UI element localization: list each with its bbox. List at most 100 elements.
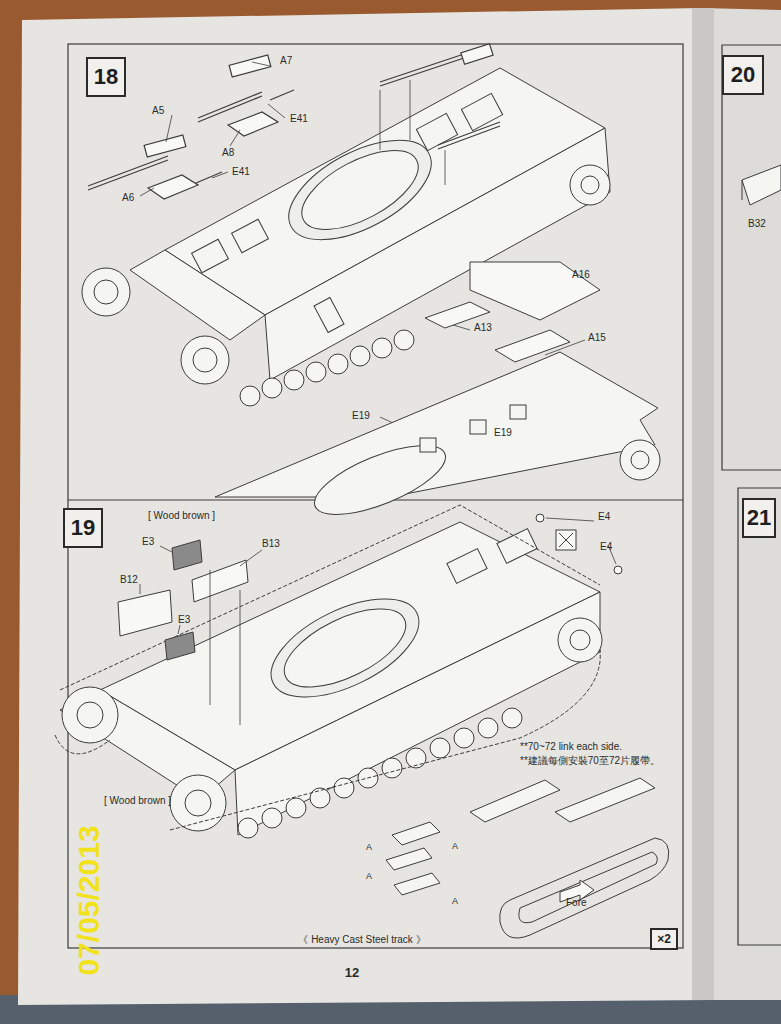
part-number: A5: [152, 105, 164, 116]
tank-hull-step-19: [478, 718, 498, 738]
part-number: A6: [122, 192, 134, 203]
tank-hull-step-19: [170, 775, 226, 831]
stowage-parts-step-19: [556, 530, 576, 550]
direction-label: Fore: [566, 897, 587, 908]
lower-hull-step-18: [495, 330, 570, 362]
date-stamp: 07/05/2013: [72, 825, 105, 975]
part-number: B13: [262, 538, 280, 549]
upper-parts-step-18: [380, 56, 470, 86]
tank-hull-step-19: [310, 788, 330, 808]
tank-hull-step-19: [454, 728, 474, 748]
part-number: A: [452, 842, 458, 852]
part-number: A13: [474, 322, 492, 333]
tank-hull-step-18: [372, 338, 392, 358]
tank-hull-step-19: [558, 618, 602, 662]
track-link-detail: [555, 778, 655, 822]
step-number: 19: [71, 515, 95, 541]
part-number: E19: [352, 410, 370, 421]
leader-lines: [268, 104, 285, 118]
color-note: [ Wood brown ]: [148, 510, 215, 521]
tank-hull-step-18: [232, 219, 269, 253]
tank-hull-step-18: [181, 336, 229, 384]
right-page-fragment: [742, 165, 781, 205]
stowage-parts-step-19: [536, 514, 544, 522]
lower-hull-step-18: [306, 432, 454, 529]
track-band-step-19: [170, 650, 600, 830]
right-page-fragment: [742, 165, 781, 205]
upper-parts-step-18: [144, 135, 186, 157]
leader-lines: [380, 90, 381, 150]
leader-lines: [252, 62, 270, 66]
tank-hull-step-18: [192, 239, 229, 273]
stowage-parts-step-19: [118, 514, 622, 660]
upper-parts-step-18: [228, 112, 278, 136]
track-link-detail: [470, 780, 560, 822]
tank-hull-step-19: [77, 702, 103, 728]
leader-lines-step-19: [160, 546, 172, 552]
part-number: E3: [142, 536, 154, 547]
tank-hull-step-19: [334, 778, 354, 798]
upper-parts-step-18: [380, 52, 470, 82]
step-number-box: 21: [742, 498, 776, 538]
track-band-step-19: [55, 505, 600, 830]
part-number: E41: [290, 113, 308, 124]
track-link-detail: [392, 822, 440, 845]
tank-hull-step-18: [265, 128, 610, 380]
tank-hull-step-18: [262, 378, 282, 398]
part-number: B12: [120, 574, 138, 585]
tank-hull-step-19: [62, 687, 118, 743]
tank-hull-step-19: [256, 579, 433, 717]
tank-hull-step-19: [570, 630, 590, 650]
assembly-note: **建議每側安裝70至72片履帶。: [520, 755, 660, 766]
page-frame: [722, 45, 781, 470]
leader-lines-step-19: [240, 590, 241, 725]
tank-hull-step-19: [238, 818, 258, 838]
tank-hull-step-19: [273, 593, 417, 703]
step-number-box: 19: [63, 508, 103, 548]
section-caption: 《 Heavy Cast Steel track 》: [298, 934, 425, 945]
part-number: A: [452, 897, 458, 907]
upper-parts-step-18: [88, 44, 500, 199]
tank-hull-step-18: [416, 113, 457, 150]
lower-hull-step-18: [420, 438, 436, 452]
tank-hull-step-18: [394, 330, 414, 350]
tank-hull-step-18: [570, 165, 610, 205]
tank-hull-step-18: [581, 176, 599, 194]
track-link-detail: [394, 873, 440, 895]
stowage-parts-step-19: [614, 566, 622, 574]
leader-lines: [410, 80, 411, 140]
tank-hull-step-18: [82, 68, 610, 406]
step-number: 20: [731, 62, 755, 88]
step-number: ×2: [657, 932, 671, 946]
photo-background: [692, 8, 714, 1000]
leader-lines: [212, 172, 228, 178]
stowage-parts-step-19: [172, 540, 202, 570]
tank-hull-step-19: [502, 708, 522, 728]
leader-lines: [445, 150, 446, 185]
upper-parts-step-18: [438, 126, 500, 149]
upper-parts-step-18: [461, 44, 493, 65]
part-number: A7: [280, 55, 292, 66]
track-link-detail: [386, 778, 669, 938]
color-note: [ Wood brown ]: [104, 795, 171, 806]
step-number: 18: [94, 64, 118, 90]
part-number: A: [366, 843, 372, 853]
page-number: 12: [345, 966, 359, 980]
part-number: E19: [494, 427, 512, 438]
part-number: E4: [600, 541, 612, 552]
track-link-detail: [500, 838, 669, 938]
lower-hull-step-18: [470, 420, 486, 434]
part-number: B32: [748, 218, 766, 229]
upper-parts-step-18: [196, 172, 222, 183]
tank-hull-step-18: [273, 120, 446, 260]
upper-parts-step-18: [198, 92, 262, 118]
stowage-parts-step-19: [118, 590, 172, 636]
tank-hull-step-18: [82, 268, 130, 316]
tank-hull-step-18: [314, 298, 344, 333]
photo-background: [18, 8, 712, 1005]
part-number: E41: [232, 166, 250, 177]
tank-hull-step-19: [286, 798, 306, 818]
part-number: E3: [178, 614, 190, 625]
tank-hull-step-18: [461, 93, 502, 130]
